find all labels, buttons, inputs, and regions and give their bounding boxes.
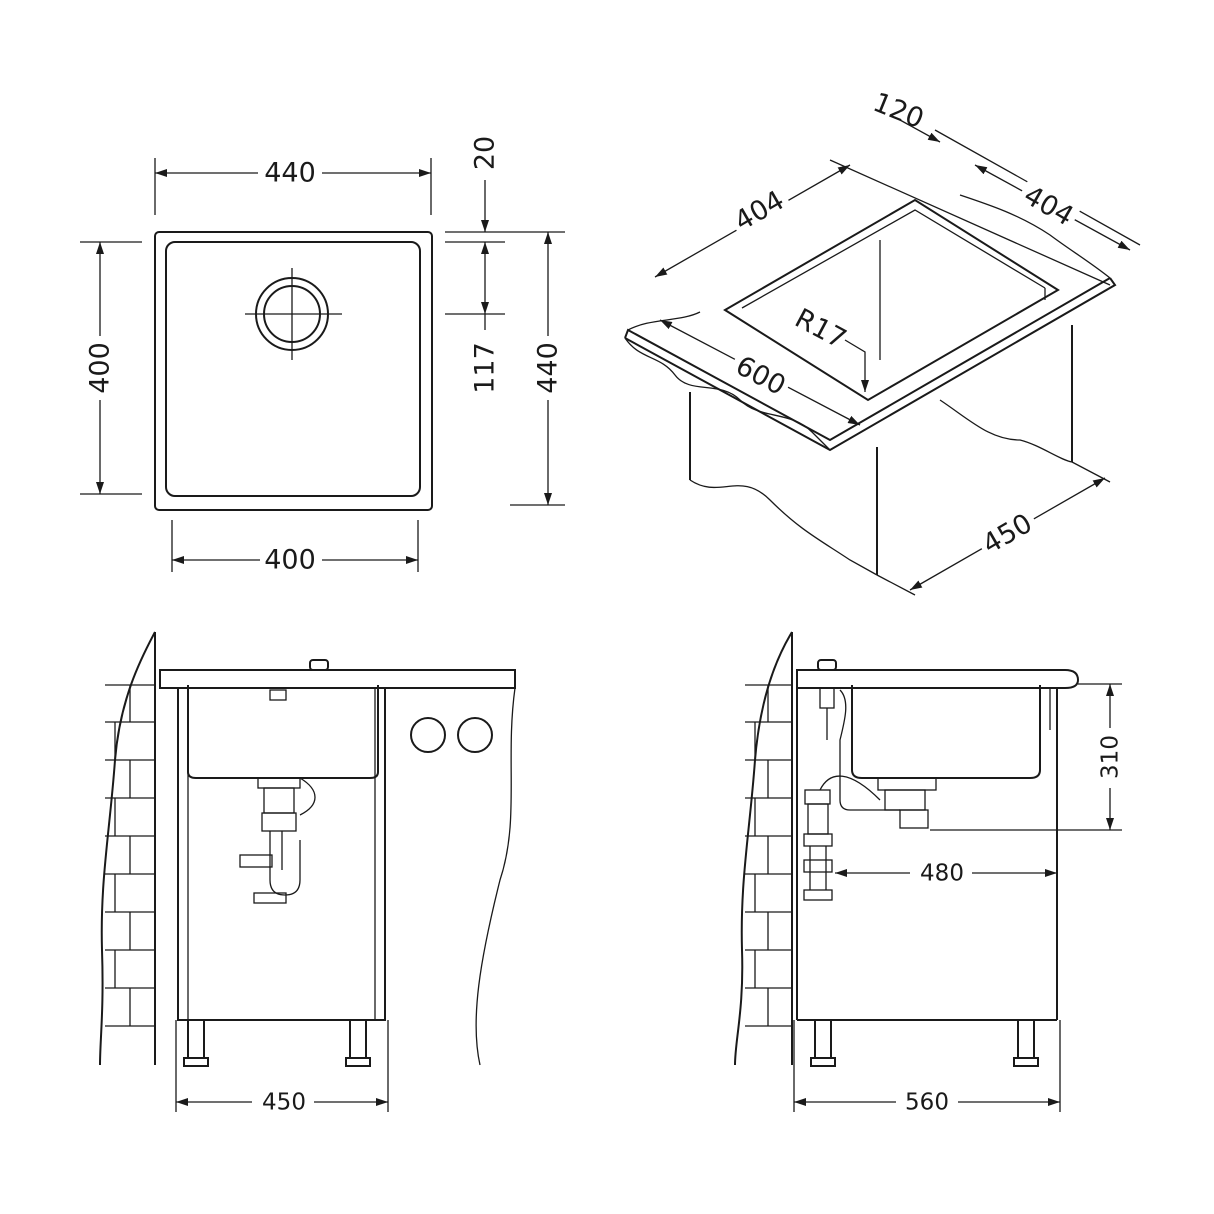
side-view: 310 480 560 (734, 631, 1124, 1116)
dim-right-depth: 440 (533, 342, 564, 394)
side-sink-bowl (851, 685, 1041, 779)
socket-icon (410, 717, 446, 753)
dim-drain-offset: 117 (470, 342, 501, 394)
socket-icon (457, 717, 493, 753)
drain-icon (245, 268, 342, 360)
front-view: 450 (99, 631, 516, 1116)
sink-outer-rim (154, 231, 433, 511)
dim-left-depth: 400 (85, 342, 116, 394)
waste-trap-icon (239, 777, 316, 904)
dim-iso-rim: 120 (869, 87, 928, 135)
isometric-view: 404 120 404 600 R17 450 (624, 87, 1141, 596)
dim-bottom-width: 400 (264, 545, 316, 576)
sink-bowl (165, 241, 421, 497)
dim-rim-offset: 20 (470, 136, 501, 170)
dim-top-width: 440 (264, 158, 316, 189)
dim-iso-corner-radius: R17 (790, 303, 851, 355)
dim-side-cabinet-depth: 560 (905, 1090, 949, 1116)
top-view: 440 400 440 20 117 400 (80, 136, 565, 576)
dim-side-bowl-depth: 310 (1098, 735, 1124, 779)
dim-side-waste-distance: 480 (920, 861, 964, 887)
dim-front-cabinet-width: 450 (262, 1090, 306, 1116)
front-sink-bowl (187, 685, 379, 779)
overflow-waste-icon (803, 687, 937, 901)
